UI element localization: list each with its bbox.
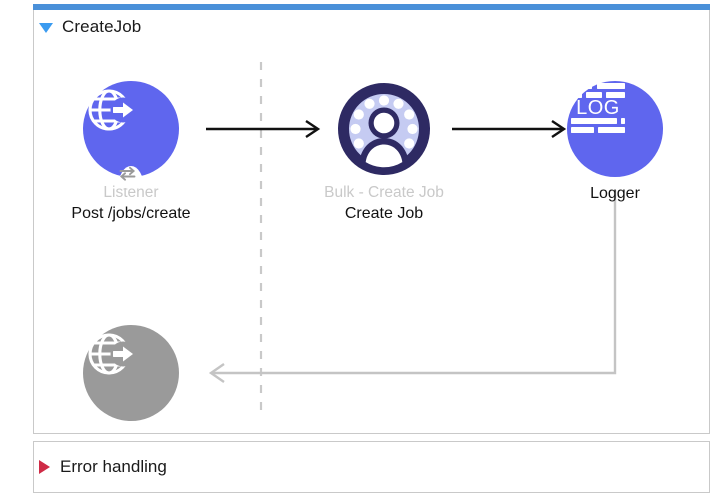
node-listener[interactable]: Listener Post /jobs/create	[56, 81, 206, 224]
top-accent-bar	[33, 4, 710, 10]
node-logger[interactable]: LOG Logger	[540, 81, 690, 204]
salesforce-person-ring-icon	[338, 83, 430, 175]
error-handling-title: Error handling	[60, 457, 167, 476]
flow-canvas: Listener Post /jobs/create	[34, 44, 709, 433]
exchange-arrows-icon	[119, 166, 136, 181]
listener-exchange-badge	[118, 166, 144, 188]
error-handling-section[interactable]: Error handling	[33, 441, 710, 493]
http-listener-globe-arrow-icon	[88, 333, 136, 375]
flow-title: CreateJob	[62, 17, 142, 36]
create-job-name: Create Job	[344, 205, 424, 222]
http-response-circle[interactable]	[83, 325, 179, 421]
arrowhead-createjob	[305, 120, 321, 138]
http-listener-globe-arrow-icon	[88, 89, 136, 131]
flow-container: CreateJob	[33, 10, 710, 434]
node-create-job[interactable]: Bulk - Create Job Create Job	[309, 81, 459, 224]
create-job-circle[interactable]	[336, 81, 432, 177]
triangle-right-icon[interactable]	[39, 460, 50, 474]
listener-name: Post /jobs/create	[71, 205, 191, 222]
flow-header[interactable]: CreateJob	[34, 10, 141, 44]
logger-log-icon: LOG	[571, 83, 625, 133]
listener-subtitle: Listener	[103, 184, 159, 201]
arrowhead-http-response	[208, 363, 225, 383]
connector-logger-to-response	[212, 190, 617, 375]
node-http-response[interactable]	[56, 325, 206, 427]
logger-circle[interactable]: LOG	[567, 81, 663, 177]
listener-circle[interactable]	[83, 81, 179, 188]
logger-name: Logger	[590, 185, 640, 202]
arrowhead-logger	[551, 120, 567, 138]
triangle-down-icon[interactable]	[39, 23, 53, 33]
svg-text:LOG: LOG	[576, 97, 620, 119]
create-job-subtitle: Bulk - Create Job	[324, 184, 444, 201]
connector-layer	[206, 62, 617, 416]
